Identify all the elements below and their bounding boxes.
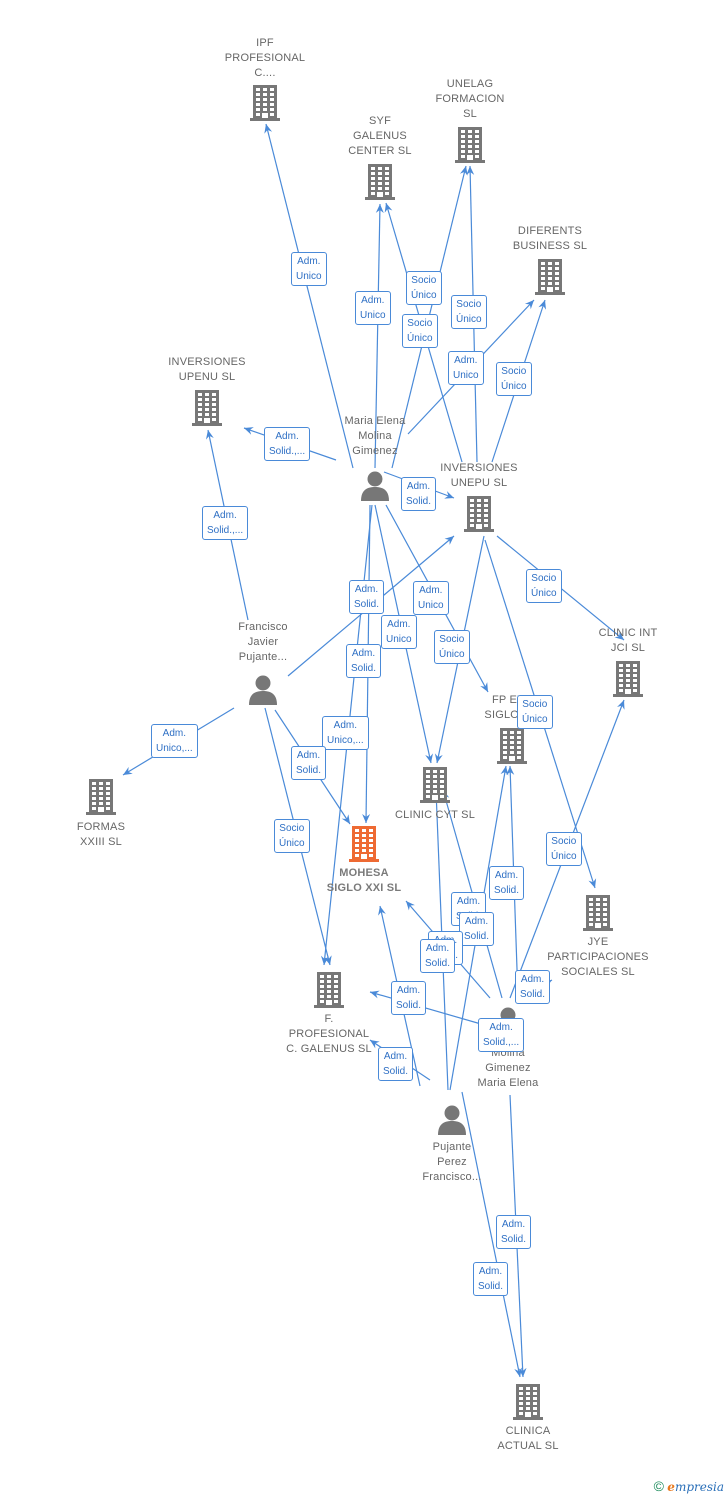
edge-label-molina2-clinica[interactable]: Adm. Solid.	[496, 1215, 532, 1249]
node-label-galenus: F. PROFESIONAL C. GALENUS SL	[286, 1013, 372, 1055]
edge-label-maria1-ipf[interactable]: Adm. Unico	[291, 252, 327, 286]
building-icon-mohesa[interactable]	[349, 826, 379, 862]
node-label-mohesa: MOHESA SIGLO XXI SL	[326, 867, 402, 894]
edge-label-maria1-mohesa[interactable]: Adm. Solid.	[346, 644, 382, 678]
edge-label-molina2-mohesa[interactable]: Adm. Solid.	[420, 939, 456, 973]
edge-label-francisco1-unepu[interactable]: Adm. Solid.	[349, 580, 385, 614]
node-label-unepu: INVERSIONES UNEPU SL	[440, 462, 518, 489]
building-icon-cyt[interactable]	[420, 767, 450, 803]
node-clinica[interactable]: CLINICA ACTUAL SL	[458, 1424, 598, 1454]
edge-label-francisco1-upenu[interactable]: Adm. Solid.,...	[202, 506, 249, 540]
edge-label-maria1-diferents[interactable]: Adm. Unico	[448, 351, 484, 385]
building-icon-clinica[interactable]	[513, 1384, 543, 1420]
edge-label-unepu-diferents[interactable]: Socio Único	[496, 362, 532, 396]
node-mohesa[interactable]: MOHESA SIGLO XXI SL	[294, 866, 434, 896]
edge-maria1-ipf	[264, 123, 354, 469]
building-icon-fpexp[interactable]	[497, 728, 527, 764]
node-ipf[interactable]: IPF PROFESIONAL C....	[195, 36, 335, 81]
node-label-jye: JYE PARTICIPACIONES SOCIALES SL	[547, 936, 649, 978]
node-label-syf: SYF GALENUS CENTER SL	[348, 115, 412, 157]
node-label-francisco1: Francisco Javier Pujante...	[238, 621, 288, 663]
edge-label-maria1-unelag[interactable]: Socio Único	[406, 271, 442, 305]
node-pujante2[interactable]: Pujante Perez Francisco...	[382, 1140, 522, 1185]
node-fpexp[interactable]: FP EXP SIGLO X...	[442, 693, 582, 723]
edge-label-unepu-clinicint[interactable]: Socio Único	[526, 569, 562, 603]
building-icon-unelag[interactable]	[455, 127, 485, 163]
node-label-unelag: UNELAG FORMACION SL	[435, 78, 505, 120]
edge-maria1-syf	[374, 203, 384, 469]
building-icon-unepu[interactable]	[464, 496, 494, 532]
edge-label-maria1-upenu[interactable]: Adm. Solid.,...	[264, 427, 311, 461]
node-unelag[interactable]: UNELAG FORMACION SL	[400, 77, 540, 122]
edge-label-pujante2-fpexp[interactable]: Adm. Solid.	[459, 912, 495, 946]
edge-label-pujante2-galenus[interactable]: Adm. Solid.	[378, 1047, 414, 1081]
node-clinicint[interactable]: CLINIC INT JCI SL	[558, 626, 698, 656]
edge-label-maria1-galenus[interactable]: Adm. Unico,...	[322, 716, 369, 750]
person-icon-pujante2[interactable]	[436, 1105, 468, 1135]
edge-label-molina2-clinicint[interactable]: Socio Único	[546, 832, 582, 866]
edge-label-maria1-unepu[interactable]: Adm. Solid.	[401, 477, 437, 511]
brand-logo: empresia	[667, 1480, 724, 1494]
node-label-upenu: INVERSIONES UPENU SL	[168, 356, 246, 383]
node-unepu[interactable]: INVERSIONES UNEPU SL	[409, 461, 549, 491]
node-label-molina2: Molina Gimenez Maria Elena	[477, 1047, 539, 1089]
node-upenu[interactable]: INVERSIONES UPENU SL	[137, 355, 277, 385]
building-icon-syf[interactable]	[365, 164, 395, 200]
node-jye[interactable]: JYE PARTICIPACIONES SOCIALES SL	[528, 935, 668, 980]
edge-label-maria1-cyt[interactable]: Adm. Unico	[381, 615, 417, 649]
building-icon-diferents[interactable]	[535, 259, 565, 295]
edge-label-pujante2-mohesa[interactable]: Adm. Solid.	[391, 981, 427, 1015]
edge-label-francisco1-galenus[interactable]: Socio Único	[274, 819, 310, 853]
node-molina2[interactable]: Molina Gimenez Maria Elena	[438, 1046, 578, 1091]
node-cyt[interactable]: CLINIC CYT SL	[365, 808, 505, 823]
node-galenus[interactable]: F. PROFESIONAL C. GALENUS SL	[259, 1012, 399, 1057]
building-icon-galenus[interactable]	[314, 972, 344, 1008]
building-icon-jye[interactable]	[583, 895, 613, 931]
node-maria1[interactable]: Maria Elena Molina Gimenez	[305, 414, 445, 459]
edge-label-molina2-jye[interactable]: Adm. Solid.	[515, 970, 551, 1004]
node-label-fpexp: FP EXP SIGLO X...	[484, 694, 539, 721]
edge-label-molina2-fpexp[interactable]: Adm. Solid.	[489, 866, 525, 900]
node-label-pujante2: Pujante Perez Francisco...	[422, 1141, 482, 1183]
node-label-cyt: CLINIC CYT SL	[394, 809, 476, 821]
edge-label-francisco1-formas[interactable]: Adm. Unico,...	[151, 724, 198, 758]
edge-label-maria1-syf[interactable]: Adm. Unico	[355, 291, 391, 325]
copyright-icon: ©	[653, 1478, 664, 1494]
node-formas[interactable]: FORMAS XXIII SL	[31, 820, 171, 850]
edge-label-francisco1-mohesa[interactable]: Adm. Solid.	[291, 746, 327, 780]
person-icon-francisco1[interactable]	[247, 675, 279, 705]
node-label-formas: FORMAS XXIII SL	[76, 821, 126, 848]
edge-label-unepu-syf[interactable]: Socio Único	[402, 314, 438, 348]
edge-label-maria1-fpexp[interactable]: Adm. Unico	[413, 581, 449, 615]
building-icon-formas[interactable]	[86, 779, 116, 815]
node-label-diferents: DIFERENTS BUSINESS SL	[512, 225, 588, 252]
edge-label-unepu-unelag[interactable]: Socio Único	[451, 295, 487, 329]
node-label-ipf: IPF PROFESIONAL C....	[224, 37, 306, 79]
building-icon-ipf[interactable]	[250, 85, 280, 121]
building-icon-upenu[interactable]	[192, 390, 222, 426]
node-label-maria1: Maria Elena Molina Gimenez	[344, 415, 406, 457]
edge-label-unepu-cyt[interactable]: Socio Único	[434, 630, 470, 664]
node-diferents[interactable]: DIFERENTS BUSINESS SL	[480, 224, 620, 254]
node-syf[interactable]: SYF GALENUS CENTER SL	[310, 114, 450, 159]
node-label-clinica: CLINICA ACTUAL SL	[497, 1425, 559, 1452]
edge-label-unepu-jye[interactable]: Socio Único	[517, 695, 553, 729]
edge-label-pujante2-clinica[interactable]: Adm. Solid.	[473, 1262, 509, 1296]
node-francisco1[interactable]: Francisco Javier Pujante...	[193, 620, 333, 665]
node-label-clinicint: CLINIC INT JCI SL	[598, 627, 658, 654]
building-icon-clinicint[interactable]	[613, 661, 643, 697]
edge-label-molina2-galenus[interactable]: Adm. Solid.,...	[478, 1018, 525, 1052]
person-icon-maria1[interactable]	[359, 471, 391, 501]
edge-pujante2-clinica	[461, 1091, 523, 1378]
footer-brand: © empresia	[654, 1478, 724, 1494]
